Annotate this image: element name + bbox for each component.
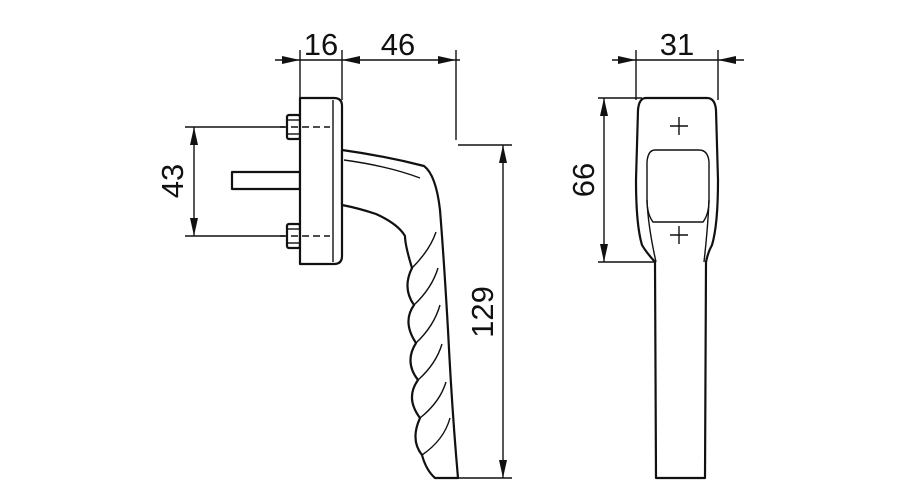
front-view: [634, 96, 720, 480]
dimension-rose-height: 66: [566, 97, 656, 263]
dimension-handle-length: 129: [458, 144, 512, 479]
screw-mark-top: [670, 117, 688, 135]
dimension-handle-depth: 46: [381, 27, 457, 140]
label-rose-width: 31: [660, 27, 694, 62]
dimension-rose-depth: 16: [275, 27, 460, 100]
front-handle-outline: [634, 96, 720, 480]
dimension-rose-width: 31: [612, 27, 744, 100]
screw-mark-bottom: [670, 226, 688, 244]
dimension-screw-spacing: 43: [155, 126, 285, 237]
label-screw-spacing: 43: [155, 164, 190, 198]
label-handle-depth: 46: [381, 27, 415, 62]
label-rose-depth: 16: [304, 27, 338, 62]
rose-plate: [298, 96, 344, 266]
lever-handle: [340, 148, 460, 480]
front-handle-recess: [646, 149, 710, 223]
label-handle-length: 129: [465, 286, 500, 338]
side-view: [230, 96, 460, 480]
label-rose-height: 66: [566, 163, 601, 197]
spindle: [230, 170, 302, 191]
